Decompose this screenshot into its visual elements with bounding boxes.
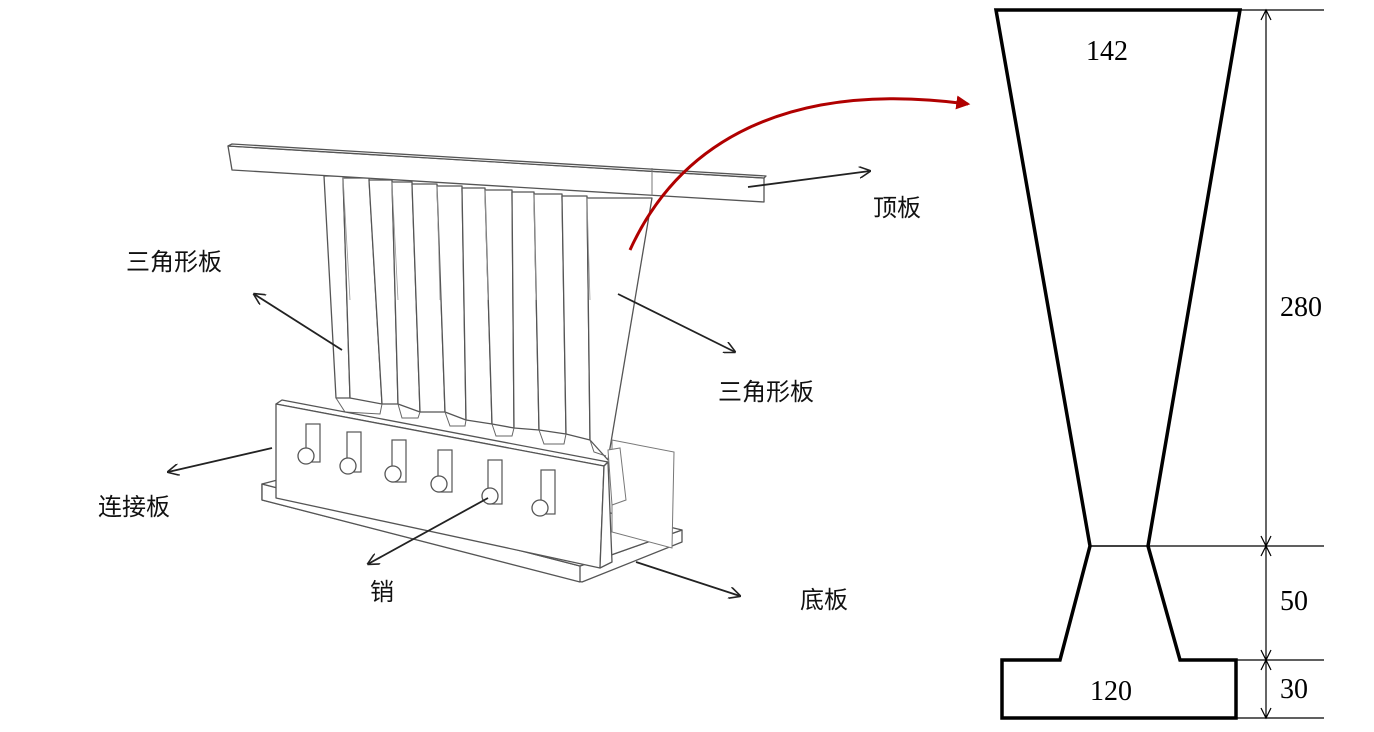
dimension-line-50: [1260, 544, 1272, 662]
arrow-triangle-plate-right: [617, 293, 735, 352]
label-top-plate: 顶板: [873, 194, 921, 222]
label-base-plate: 底板: [800, 586, 848, 614]
dimension-line-30: [1260, 658, 1272, 720]
triangle-plate-profile: [993, 8, 1243, 720]
pins: [297, 423, 556, 517]
plate-profile-drawing: 142 280 50 30 120: [993, 8, 1324, 720]
dimension-line-280: [1260, 8, 1272, 548]
highlight-curved-arrow: [628, 95, 971, 251]
label-pin: 销: [370, 578, 394, 606]
arrow-connecting-plate: [168, 447, 273, 472]
arrow-top-plate: [747, 171, 870, 188]
arrow-triangle-plate-left: [254, 294, 343, 351]
pin-slot-1: [297, 423, 321, 465]
dim-top-width: 142: [1086, 36, 1128, 67]
label-triangle-plate-left: 三角形板: [126, 248, 222, 276]
pin-slot-4: [430, 449, 453, 493]
dim-base-height: 30: [1280, 674, 1308, 705]
triangle-plate-12: [586, 197, 653, 461]
dim-neck-height: 50: [1280, 586, 1308, 617]
triangle-plate-10: [533, 193, 567, 435]
pin-slot-3: [384, 439, 407, 483]
pin-slot-6: [531, 469, 556, 517]
top-plate: [227, 143, 767, 203]
dim-web-height: 280: [1280, 292, 1322, 323]
arrow-base-plate: [635, 561, 740, 596]
label-connecting-plate: 连接板: [98, 493, 170, 521]
triangle-plate-11: [561, 195, 591, 441]
triangle-plates: [323, 175, 653, 461]
assembly-drawing: 顶板 三角形板 三角形板 连接板 销 底板: [98, 143, 921, 614]
pin-slot-2: [339, 431, 362, 475]
arrow-pin: [368, 497, 489, 564]
label-triangle-plate-right: 三角形板: [718, 378, 814, 406]
dim-base-width: 120: [1090, 676, 1132, 707]
leader-arrows: [168, 171, 870, 596]
